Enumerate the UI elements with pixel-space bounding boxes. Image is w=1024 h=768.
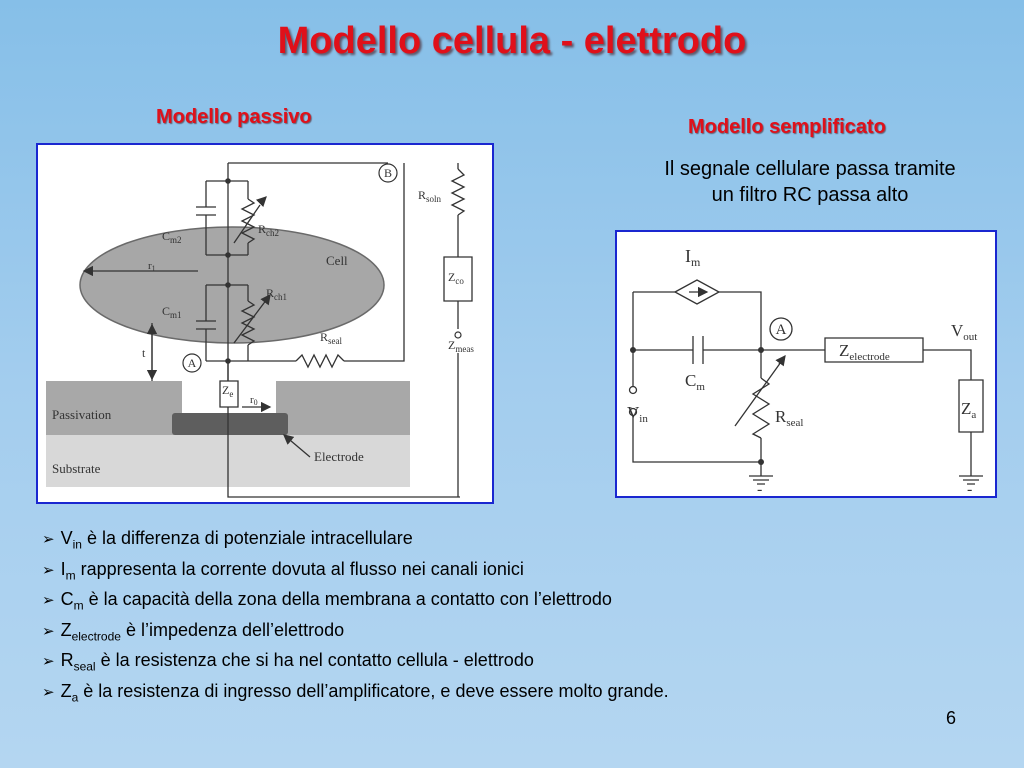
simplified-model-svg: Im A Cm Vin Rseal Zelectrode Vout Za - - <box>627 246 984 496</box>
bullet-item: ➢Zelectrode è l’impedenza dell’elettrodo <box>42 619 345 644</box>
electrode-label: Electrode <box>314 449 364 464</box>
simplified-model-diagram: Im A Cm Vin Rseal Zelectrode Vout Za - - <box>615 230 997 498</box>
description-line-2: un filtro RC passa alto <box>711 184 909 206</box>
bullet-item: ➢Vin è la differenza di potenziale intra… <box>42 528 413 552</box>
zmeas-terminal <box>454 331 462 339</box>
r1-label: r1 <box>148 260 156 273</box>
gap-t-label: t <box>142 346 146 360</box>
bullet-arrow-icon: ➢ <box>42 622 55 640</box>
slide-title: Modello cellula - elettrodo <box>277 20 747 62</box>
simplified-circuit-wires <box>632 279 984 476</box>
za-label: Za <box>961 399 976 421</box>
electrode-pointer-arrow <box>283 434 311 458</box>
bullet-item: ➢Rseal è la resistenza che si ha nel con… <box>42 650 534 674</box>
rch1-label: Rch1 <box>266 286 287 302</box>
passive-model-diagram: B A Cm2 Rch2 Cell r1 Cm1 Rch1 Rseal t Ze… <box>36 143 494 504</box>
bullet-arrow-icon: ➢ <box>42 531 55 548</box>
cm1-label: Cm1 <box>162 304 182 320</box>
electrode-pad <box>172 413 288 435</box>
vout-label: Vout <box>951 321 977 343</box>
vin-terminal-bottom <box>628 407 638 417</box>
node-a-label: A <box>188 356 197 370</box>
bullet-arrow-icon: ➢ <box>42 561 55 579</box>
zco-label: Zco <box>448 270 464 286</box>
rseal-label: Rseal <box>320 330 343 346</box>
r0-label: r0 <box>250 394 258 407</box>
rch2-label: Rch2 <box>258 222 279 238</box>
bullet-arrow-icon: ➢ <box>42 592 55 609</box>
node-a-circle <box>769 317 793 341</box>
cm2-label: Cm2 <box>162 229 182 245</box>
rch2-variable-arrow <box>255 196 267 208</box>
simplified-junction-dots <box>630 347 764 465</box>
description-line-1: Il segnale cellulare passa tramite <box>664 158 956 180</box>
simplified-model-heading: Modello semplificato <box>688 116 886 138</box>
rch1-variable-arrow <box>260 293 271 306</box>
bullet-item: ➢Im rappresenta la corrente dovuta al fl… <box>42 558 524 583</box>
bullet-arrow-icon: ➢ <box>42 683 55 701</box>
simplified-description: Il segnale cellulare passa tramite un fi… <box>610 156 1010 208</box>
bullet-item: ➢Za è la resistenza di ingresso dell’amp… <box>42 680 669 705</box>
ze-label: Ze <box>222 383 233 399</box>
cm-label: Cm <box>685 371 705 393</box>
passive-model-svg: B A Cm2 Rch2 Cell r1 Cm1 Rch1 Rseal t Ze… <box>46 162 474 498</box>
vin-label: Vin <box>627 403 648 425</box>
rseal-variable-arrow <box>775 354 786 367</box>
bullet-list: ➢Vin è la differenza di potenziale intra… <box>42 528 669 711</box>
node-a-circle <box>182 353 202 373</box>
ground-minus-right: - <box>967 481 972 496</box>
passive-circuit-wires <box>151 162 473 498</box>
passivation-label: Passivation <box>52 407 112 422</box>
node-a-label: A <box>776 322 787 338</box>
im-label: Im <box>685 246 701 269</box>
page-number: 6 <box>946 708 957 728</box>
cell-label: Cell <box>326 253 348 268</box>
node-b-label: B <box>384 166 392 180</box>
substrate-label: Substrate <box>52 461 101 476</box>
passivation-layer <box>46 381 410 435</box>
ground-symbols <box>749 475 983 485</box>
bullet-arrow-icon: ➢ <box>42 653 55 670</box>
junction-dots <box>225 178 231 364</box>
bullet-item: ➢Cm è la capacità della zona della membr… <box>42 589 612 613</box>
rseal-label: Rseal <box>775 407 803 429</box>
passive-model-heading: Modello passivo <box>156 106 312 128</box>
zelectrode-label: Zelectrode <box>839 341 890 363</box>
ground-minus-left: - <box>757 481 762 496</box>
zmeas-label: Zmeas <box>448 338 474 354</box>
vin-terminal-top <box>628 385 638 395</box>
node-b-circle <box>378 163 398 183</box>
rsoln-label: Rsoln <box>418 188 442 204</box>
